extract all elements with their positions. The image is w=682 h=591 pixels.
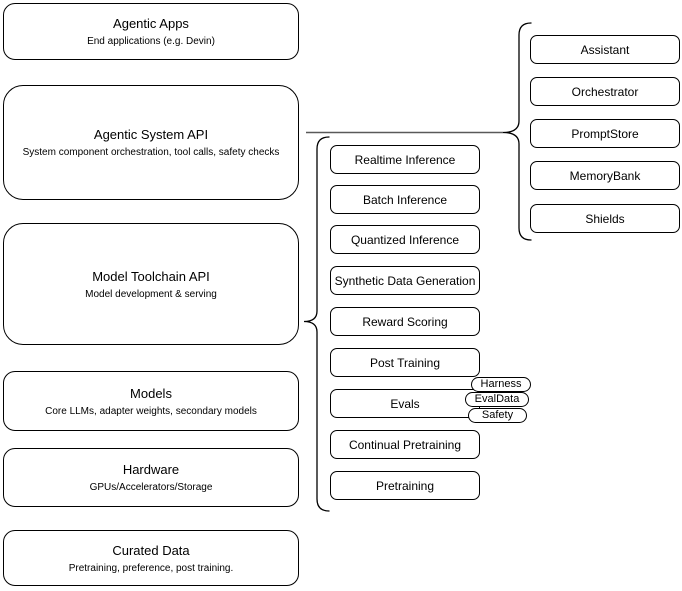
node-subtitle: Pretraining, preference, post training. xyxy=(68,562,234,574)
node-subtitle: Model development & serving xyxy=(85,288,217,300)
tag-safety: Safety xyxy=(468,408,527,423)
node-title: Hardware xyxy=(122,462,180,477)
node-reward-scoring: Reward Scoring xyxy=(330,307,480,336)
node-realtime-inference: Realtime Inference xyxy=(330,145,480,174)
node-shields: Shields xyxy=(530,204,680,233)
node-subtitle: GPUs/Accelerators/Storage xyxy=(89,482,213,493)
node-label: PromptStore xyxy=(571,126,639,141)
node-label: Orchestrator xyxy=(571,84,639,99)
node-label: Assistant xyxy=(580,42,630,57)
node-label: Quantized Inference xyxy=(350,232,460,247)
node-agentic-system-api: Agentic System API System component orch… xyxy=(3,85,299,200)
node-memorybank: MemoryBank xyxy=(530,161,680,190)
node-pretraining: Pretraining xyxy=(330,471,480,500)
node-title: Agentic Apps xyxy=(113,16,189,31)
node-hardware: Hardware GPUs/Accelerators/Storage xyxy=(3,448,299,507)
node-label: Reward Scoring xyxy=(362,314,448,329)
node-title: Model Toolchain API xyxy=(92,268,210,284)
node-curated-data: Curated Data Pretraining, preference, po… xyxy=(3,530,299,586)
node-title: Curated Data xyxy=(112,542,190,558)
system-brace xyxy=(502,22,532,241)
node-label: Synthetic Data Generation xyxy=(334,273,476,288)
node-subtitle: End applications (e.g. Devin) xyxy=(87,36,215,47)
node-title: Models xyxy=(130,385,172,401)
tag-label: EvalData xyxy=(474,393,520,405)
node-label: MemoryBank xyxy=(569,168,641,183)
tag-evaldata: EvalData xyxy=(465,392,529,407)
node-label: Post Training xyxy=(369,355,441,370)
node-quantized-inference: Quantized Inference xyxy=(330,225,480,254)
node-label: Pretraining xyxy=(375,478,435,493)
node-label: Evals xyxy=(390,396,420,411)
node-assistant: Assistant xyxy=(530,35,680,64)
node-evals: Evals xyxy=(330,389,480,418)
node-label: Batch Inference xyxy=(362,192,448,207)
toolchain-brace xyxy=(303,136,330,512)
node-label: Shields xyxy=(585,211,625,226)
node-label: Realtime Inference xyxy=(354,152,456,167)
node-title: Agentic System API xyxy=(93,127,209,142)
node-model-toolchain-api: Model Toolchain API Model development & … xyxy=(3,223,299,345)
node-continual-pretraining: Continual Pretraining xyxy=(330,430,480,459)
node-label: Continual Pretraining xyxy=(348,437,462,452)
tag-harness: Harness xyxy=(471,377,531,392)
tag-label: Harness xyxy=(480,378,522,390)
node-subtitle: System component orchestration, tool cal… xyxy=(22,147,280,158)
node-batch-inference: Batch Inference xyxy=(330,185,480,214)
tag-label: Safety xyxy=(481,409,514,421)
node-agentic-apps: Agentic Apps End applications (e.g. Devi… xyxy=(3,3,299,60)
node-promptstore: PromptStore xyxy=(530,119,680,148)
node-synthetic-data-generation: Synthetic Data Generation xyxy=(330,266,480,295)
node-post-training: Post Training xyxy=(330,348,480,377)
node-orchestrator: Orchestrator xyxy=(530,77,680,106)
node-subtitle: Core LLMs, adapter weights, secondary mo… xyxy=(45,405,257,417)
node-models: Models Core LLMs, adapter weights, secon… xyxy=(3,371,299,431)
